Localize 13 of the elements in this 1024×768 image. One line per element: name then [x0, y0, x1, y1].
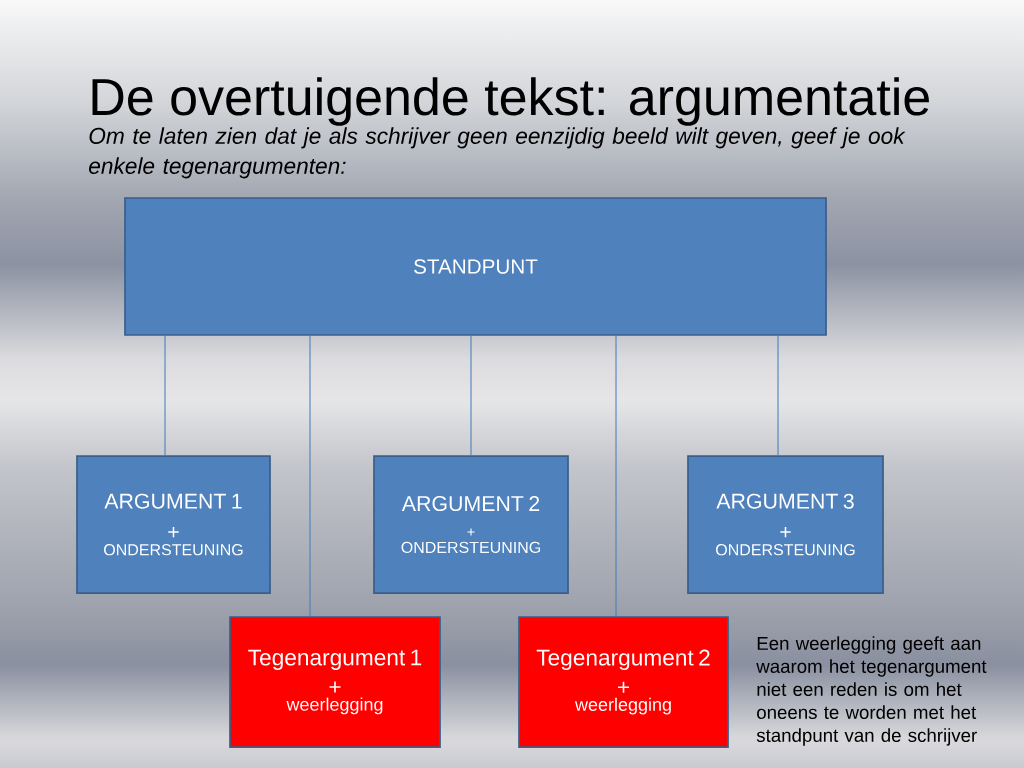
- argument-box: ARGUMENT 1 + ONDERSTEUNING: [76, 455, 271, 594]
- counterargument-box: Tegenargument 1 + weerlegging: [229, 616, 441, 748]
- connector-line: [470, 335, 472, 456]
- connector-line: [777, 335, 779, 456]
- argument-box: ARGUMENT 2 + ONDERSTEUNING: [373, 455, 569, 594]
- standpoint-box: STANDPUNT: [124, 197, 827, 336]
- connector-line: [309, 335, 311, 617]
- connector-line: [615, 335, 617, 617]
- counterargument-box: Tegenargument 2 + weerlegging: [518, 616, 729, 748]
- note-text: Een weerlegging geeft aan waarom het tegenargument niet een reden is om het oneens te worden met het standpunt van de schrijver: [756, 636, 987, 746]
- argument-box: ARGUMENT 3 + ONDERSTEUNING: [687, 455, 884, 594]
- connector-line: [164, 335, 166, 456]
- slide-title: De overtuigende tekst: argumentatie: [92, 77, 929, 126]
